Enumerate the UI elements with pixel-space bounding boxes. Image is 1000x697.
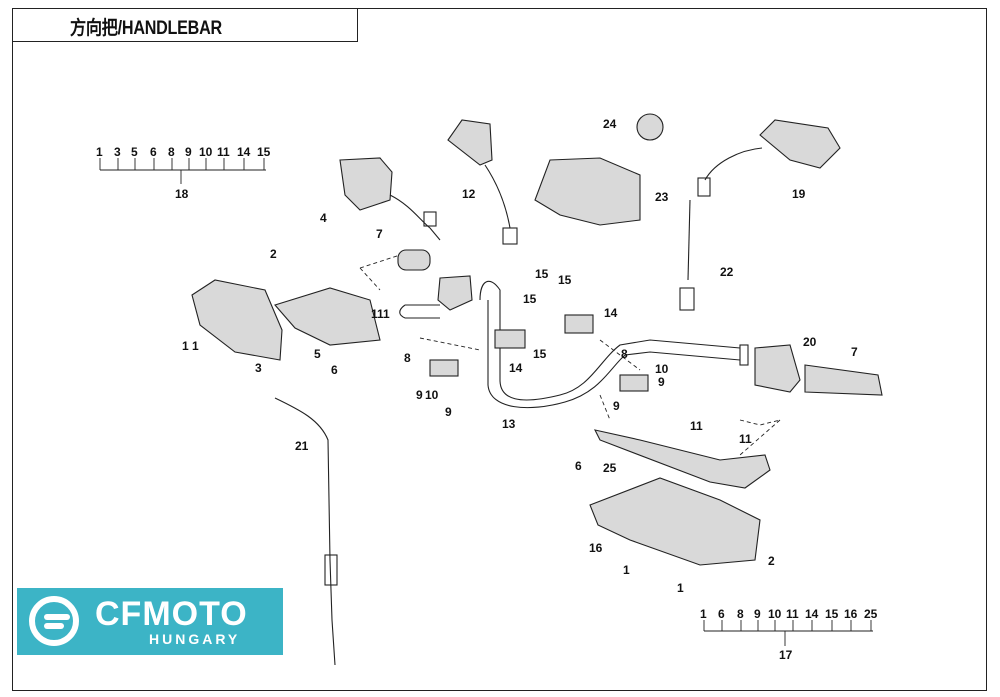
callout-8-a: 8 (404, 351, 411, 365)
bracket-5 (274, 287, 381, 346)
clamp-10-right (619, 374, 649, 392)
right-handguard (589, 477, 761, 566)
callout-2-b: 2 (768, 554, 775, 568)
callout-1-b: 1 (192, 339, 199, 353)
clamp-14-right (564, 314, 594, 334)
callout-14-a: 14 (509, 361, 523, 375)
left-handguard (191, 279, 283, 361)
clamp-10-left (429, 359, 459, 377)
callout-group-18-item-15: 15 (257, 145, 271, 159)
left-grip (397, 249, 431, 271)
callout-2-a: 2 (270, 247, 277, 261)
callout-15-b: 15 (558, 273, 572, 287)
left-lever-assembly (437, 275, 473, 311)
logo-name: CFMOTO (95, 595, 248, 633)
callout-group-17-item-10: 10 (768, 607, 782, 621)
callout-group-17-item-1: 1 (700, 607, 707, 621)
callout-21: 21 (295, 439, 309, 453)
callout-20: 20 (803, 335, 817, 349)
callout-1-a: 1 (182, 339, 189, 353)
callout-group-18-item-9: 9 (185, 145, 192, 159)
callout-group-18: 18 (175, 187, 189, 201)
logo-subtitle: HUNGARY (149, 631, 241, 647)
callout-group-18-item-8: 8 (168, 145, 175, 159)
right-mirror (697, 119, 841, 197)
bracket-25 (593, 429, 771, 489)
callout-7-b: 7 (851, 345, 858, 359)
callout-group-18-item-10: 10 (199, 145, 213, 159)
callout-group-17-item-11: 11 (786, 607, 799, 621)
callout-9-d: 9 (613, 399, 620, 413)
callout-15-d: 15 (533, 347, 547, 361)
callout-3: 3 (255, 361, 262, 375)
callout-25: 25 (603, 461, 617, 475)
title-box (12, 8, 358, 42)
callout-7-a: 7 (376, 227, 383, 241)
callout-23: 23 (655, 190, 669, 204)
cfmoto-logo: CFMOTO HUNGARY (17, 588, 283, 655)
callout-group-17-item-8: 8 (737, 607, 744, 621)
page-title: 方向把/HANDLEBAR (70, 18, 222, 39)
callout-group-17: 17 (779, 648, 793, 662)
callout-group-17-item-14: 14 (805, 607, 819, 621)
switch-20 (754, 344, 801, 393)
callout-group-17-item-9: 9 (754, 607, 761, 621)
callout-labels: 1 3 5 6 8 9 10 11 14 15 18 1 6 8 9 10 11… (96, 117, 878, 662)
callout-group-18-item-1: 1 (96, 145, 103, 159)
callout-16: 16 (589, 541, 603, 555)
callout-15-c: 15 (523, 292, 537, 306)
callout-19: 19 (792, 187, 806, 201)
cable-22 (687, 199, 691, 281)
callout-1-c: 1 (623, 563, 630, 577)
cap-24 (636, 113, 664, 141)
callout-group-18-item-14: 14 (237, 145, 251, 159)
cover-23 (534, 157, 641, 226)
callout-group-18-item-5: 5 (131, 145, 138, 159)
callout-10-b: 10 (655, 362, 669, 376)
callout-1-e: 1 (383, 307, 390, 321)
callout-11-b: 11 (690, 419, 703, 433)
callout-9-b: 9 (445, 405, 452, 419)
callout-group-17-item-6: 6 (718, 607, 725, 621)
callout-14-b: 14 (604, 306, 618, 320)
callout-10-a: 10 (425, 388, 439, 402)
callout-6-a: 6 (331, 363, 338, 377)
callout-8-b: 8 (621, 347, 628, 361)
callout-group-18-item-11: 11 (217, 145, 230, 159)
master-cylinder-4 (339, 157, 393, 211)
callout-12: 12 (462, 187, 476, 201)
callout-group-18-item-6: 6 (150, 145, 157, 159)
callout-group-17-item-15: 15 (825, 607, 839, 621)
callout-4: 4 (320, 211, 327, 225)
callout-group-17-item-25: 25 (864, 607, 878, 621)
logo-emblem-icon (29, 596, 79, 646)
callout-5: 5 (314, 347, 321, 361)
callout-22: 22 (720, 265, 734, 279)
callout-group-17-item-16: 16 (844, 607, 858, 621)
bar-end-right (739, 344, 749, 366)
group-bracket-18 (99, 158, 266, 184)
callout-6-b: 6 (575, 459, 582, 473)
group-bracket-17 (703, 620, 873, 646)
callout-9-c: 9 (658, 375, 665, 389)
drawing-frame (12, 8, 987, 691)
left-mirror (447, 119, 518, 245)
callout-group-18-item-3: 3 (114, 145, 121, 159)
callout-13: 13 (502, 417, 516, 431)
cable-21 (274, 397, 336, 666)
callout-1-d: 1 (677, 581, 684, 595)
callout-24: 24 (603, 117, 617, 131)
callout-15-a: 15 (535, 267, 549, 281)
callout-9-a: 9 (416, 388, 423, 402)
handlebar-tube (479, 280, 741, 401)
callout-11-a: 11 (371, 307, 384, 321)
callout-11-c: 11 (739, 432, 752, 446)
right-grip (804, 364, 883, 396)
clamp-14-left (494, 329, 526, 349)
